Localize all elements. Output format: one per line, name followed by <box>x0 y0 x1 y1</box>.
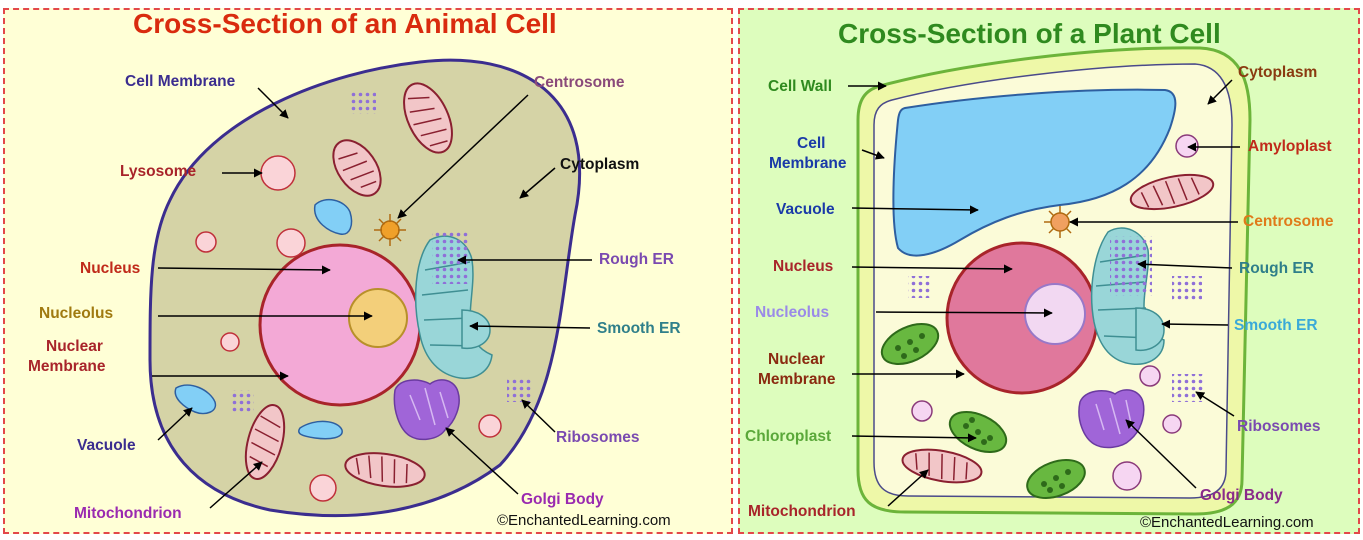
plant-label-smooth-er: Smooth ER <box>1234 317 1318 334</box>
plant-label-rough-er: Rough ER <box>1239 260 1314 277</box>
animal-golgi-body <box>393 379 460 441</box>
animal-lysosomes <box>195 155 502 502</box>
plant-rough-er-ribosomes <box>1110 236 1152 296</box>
animal-cell <box>148 58 582 518</box>
plant-centrosome <box>1044 206 1076 238</box>
plant-label-vacuole: Vacuole <box>776 201 835 218</box>
animal-centrosome <box>374 214 406 246</box>
animal-label-cytoplasm: Cytoplasm <box>560 156 640 173</box>
animal-label-cell-membrane: Cell Membrane <box>125 73 236 90</box>
animal-mitochondria <box>244 82 453 488</box>
plant-label-cell-membrane-2: Membrane <box>769 155 847 172</box>
plant-label-arrows <box>848 79 1240 507</box>
animal-label-nucleus: Nucleus <box>80 260 141 277</box>
plant-chloroplasts <box>880 323 1086 499</box>
animal-label-centrosome: Centrosome <box>534 74 625 91</box>
animal-copyright: ©EnchantedLearning.com <box>497 512 671 529</box>
plant-label-mitochondrion: Mitochondrion <box>748 503 856 520</box>
plant-cell <box>856 46 1252 516</box>
animal-label-nucleolus: Nucleolus <box>39 305 114 322</box>
animal-label-nuclear-membrane-2: Membrane <box>28 358 106 375</box>
animal-title: Cross-Section of an Animal Cell <box>133 8 557 39</box>
animal-label-golgi-body: Golgi Body <box>521 491 604 508</box>
animal-rough-er-ribosomes <box>432 232 470 284</box>
animal-vacuoles <box>174 198 353 440</box>
plant-label-ribosomes: Ribosomes <box>1237 418 1321 435</box>
plant-mitochondria <box>901 173 1215 484</box>
animal-label-rough-er: Rough ER <box>599 251 674 268</box>
plant-label-golgi-body: Golgi Body <box>1200 487 1283 504</box>
plant-golgi-body <box>1078 389 1145 449</box>
animal-nucleolus <box>348 288 408 348</box>
plant-label-nucleolus: Nucleolus <box>755 304 830 321</box>
animal-label-nuclear-membrane-1: Nuclear <box>46 338 103 355</box>
plant-vacuole <box>892 88 1177 257</box>
animal-label-lysosome: Lysosome <box>120 163 197 180</box>
plant-label-cell-membrane-1: Cell <box>797 135 826 152</box>
animal-label-vacuole: Vacuole <box>77 437 136 454</box>
plant-label-centrosome: Centrosome <box>1243 213 1334 230</box>
plant-label-nuclear-membrane-1: Nuclear <box>768 351 825 368</box>
plant-label-amyloplast: Amyloplast <box>1248 138 1332 155</box>
plant-ribosomes <box>908 276 1204 402</box>
animal-label-arrows <box>152 87 592 509</box>
plant-vesicles <box>911 365 1182 491</box>
plant-label-cytoplasm: Cytoplasm <box>1238 64 1318 81</box>
plant-amyloplast <box>1175 134 1199 158</box>
animal-label-mitochondrion: Mitochondrion <box>74 505 182 522</box>
plant-label-chloroplast: Chloroplast <box>745 428 832 445</box>
animal-ribosomes <box>230 92 533 412</box>
animal-label-ribosomes: Ribosomes <box>556 429 640 446</box>
plant-title: Cross-Section of a Plant Cell <box>838 18 1221 49</box>
plant-label-cell-wall: Cell Wall <box>768 78 833 95</box>
plant-label-nucleus: Nucleus <box>773 258 834 275</box>
plant-label-nuclear-membrane-2: Membrane <box>758 371 836 388</box>
plant-nucleolus <box>1024 283 1086 345</box>
plant-copyright: ©EnchantedLearning.com <box>1140 514 1314 531</box>
animal-label-smooth-er: Smooth ER <box>597 320 681 337</box>
